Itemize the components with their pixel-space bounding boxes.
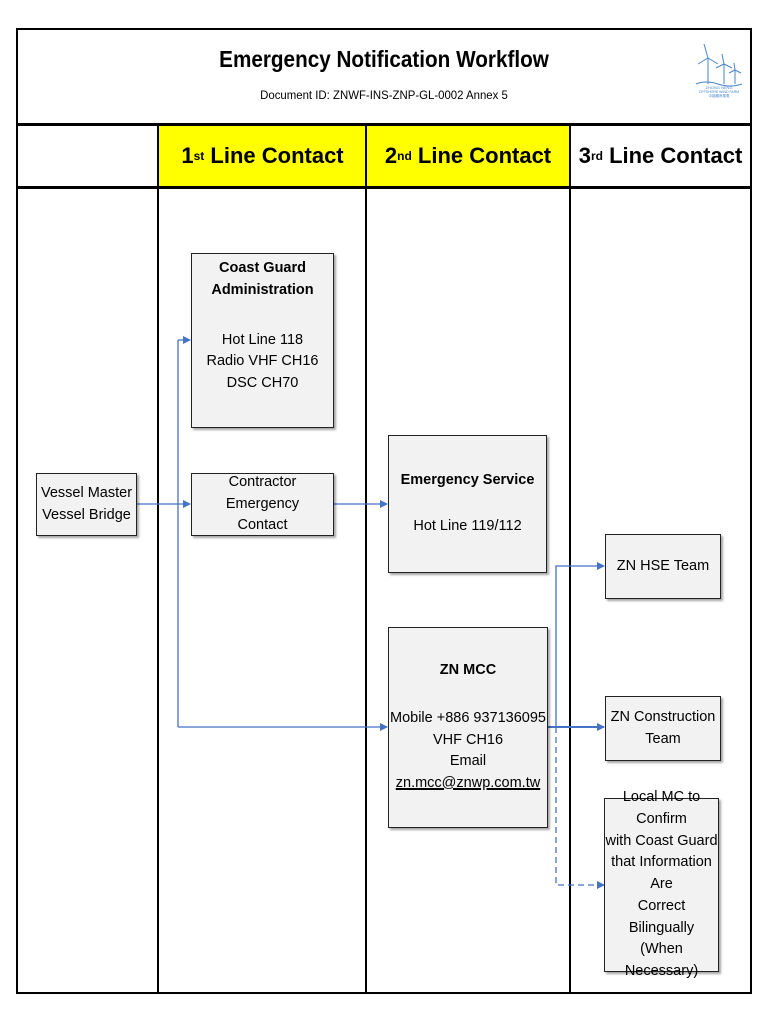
logo-text-line2: OFFSHORE WIND FARM	[699, 90, 740, 94]
contractor-line2: Contact	[237, 517, 288, 534]
document-id: Document ID: ZNWF-INS-ZNP-GL-0002 Annex …	[260, 88, 508, 102]
emergency-service-title: Emergency Service	[400, 472, 535, 489]
vessel-line2: Vessel Bridge	[42, 506, 131, 523]
zn-mcc-email-prefix: Email	[449, 753, 487, 770]
zn-hse-team-box: ZN HSE Team	[605, 534, 721, 599]
zn-mcc-box: ZN MCC Mobile +886 937136095 VHF CH16 Em…	[388, 627, 548, 828]
column-divider-2	[365, 124, 367, 993]
coast-guard-radio: Radio VHF CH16	[206, 353, 319, 370]
local-mc-box: Local MC to Confirm with Coast Guard tha…	[604, 789, 719, 979]
header-divider-bottom	[16, 186, 752, 189]
contractor-line1: Contractor Emergency	[225, 473, 300, 512]
coast-guard-dsc: DSC CH70	[226, 375, 299, 391]
workflow-frame	[16, 28, 752, 994]
column-3-number: 3	[578, 143, 591, 168]
column-divider-1	[157, 124, 159, 993]
local-mc-line2: with Coast Guard	[605, 832, 718, 849]
column-1-number: 1	[181, 143, 194, 168]
zn-hse-label: ZN HSE Team	[616, 557, 710, 574]
zn-construction-team-box: ZN Construction Team	[605, 696, 721, 761]
emergency-service-box: Emergency Service Hot Line 119/112	[388, 435, 547, 573]
zn-construction-line2: Team	[645, 730, 681, 747]
contractor-emergency-box: Contractor Emergency Contact	[191, 473, 334, 536]
emergency-service-hotline: Hot Line 119/112	[413, 518, 522, 534]
column-divider-3	[569, 124, 571, 993]
coast-guard-hotline: Hot Line 118	[221, 331, 304, 348]
local-mc-line3: that Information Are	[611, 854, 712, 893]
local-mc-line4: Correct Bilingually	[628, 897, 695, 936]
column-3-label: Line Contact	[609, 143, 743, 168]
coast-guard-title1: Coast Guard	[218, 260, 306, 276]
local-mc-line1: Local MC to Confirm	[622, 789, 701, 827]
column-2-label: Line Contact	[417, 143, 552, 168]
column-1-suffix: st	[193, 149, 205, 163]
vessel-master-box: Vessel Master Vessel Bridge	[36, 473, 137, 536]
zn-mcc-mobile: Mobile +886 937136095	[389, 709, 546, 726]
wind-farm-logo: ZHONG NENG OFFSHORE WIND FARM 中能離岸風電	[694, 40, 744, 98]
page-title: Emergency Notification Workflow	[219, 46, 549, 72]
logo-text-line3: 中能離岸風電	[709, 93, 730, 98]
arrow-mcc-to-local-mc	[555, 727, 605, 889]
zn-construction-line1: ZN Construction	[610, 708, 716, 725]
logo-text-line1: ZHONG NENG	[705, 85, 732, 90]
zn-mcc-vhf: VHF CH16	[432, 731, 504, 748]
vessel-line1: Vessel Master	[40, 484, 133, 501]
column-2-suffix: nd	[397, 149, 412, 163]
zn-mcc-email-link[interactable]: zn.mcc@znwp.com.tw	[395, 775, 541, 792]
arrow-mcc-to-hse	[555, 562, 605, 727]
coast-guard-title2: Administration	[211, 281, 314, 298]
header-divider-top	[16, 123, 752, 126]
local-mc-line5: (When Necessary)	[624, 941, 699, 980]
zn-mcc-title: ZN MCC	[439, 662, 497, 679]
coast-guard-box: Coast Guard Administration Hot Line 118 …	[191, 253, 334, 428]
column-2-number: 2	[384, 143, 398, 168]
column-1-label: Line Contact	[210, 143, 344, 168]
column-3-suffix: rd	[590, 149, 603, 163]
